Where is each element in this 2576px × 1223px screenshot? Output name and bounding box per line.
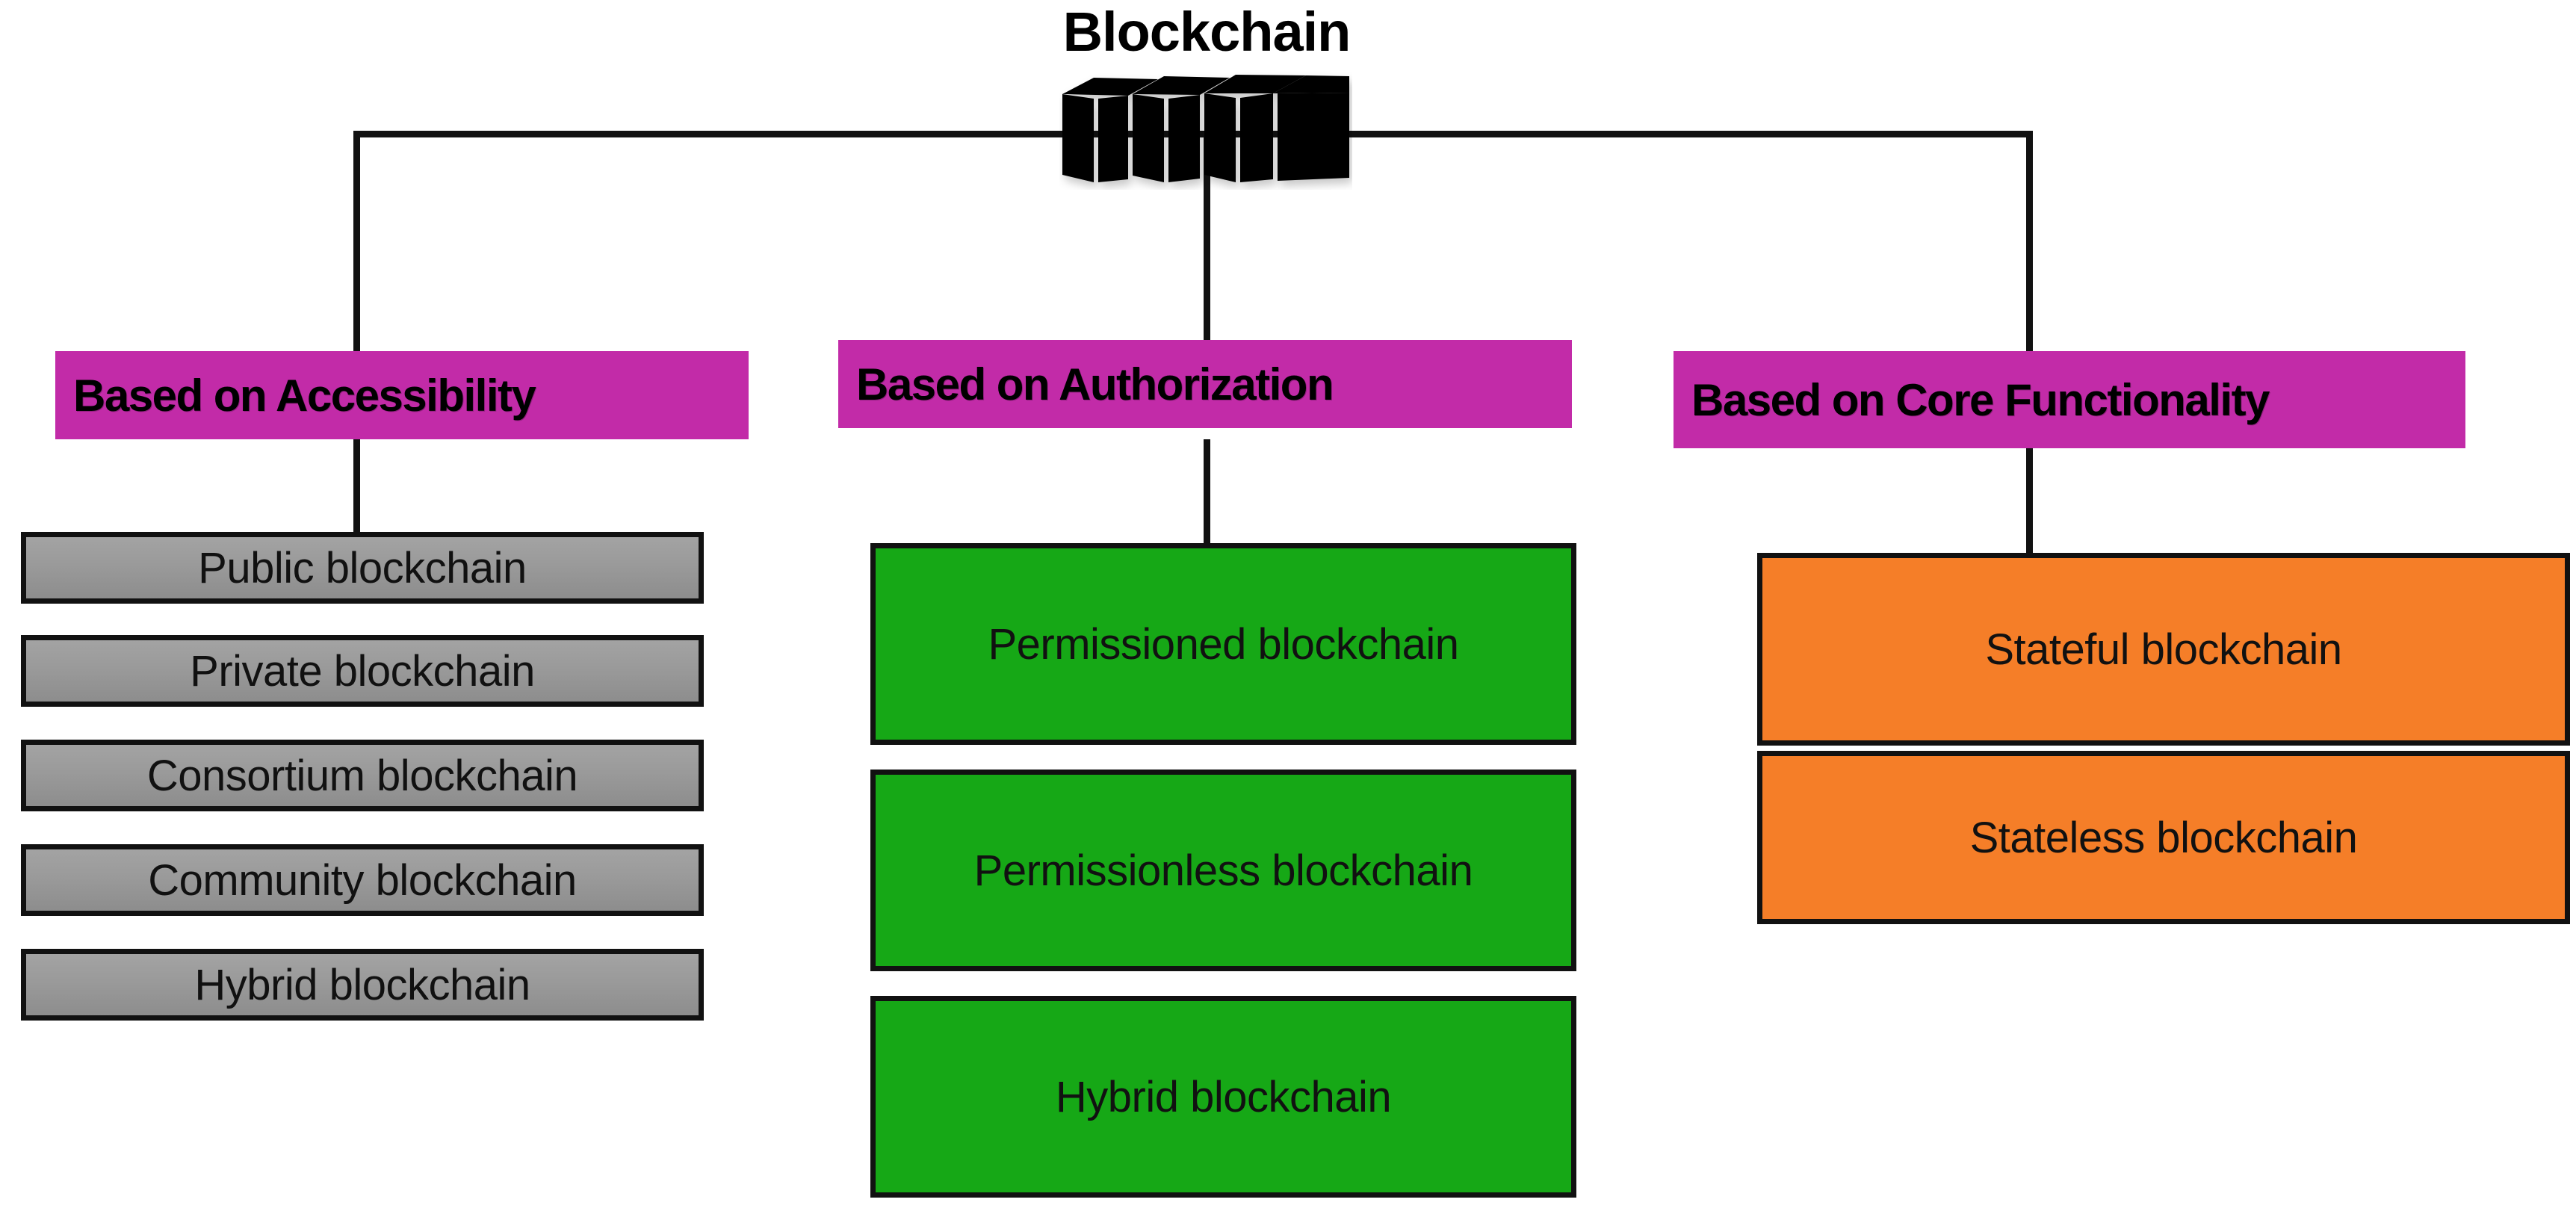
page-title: Blockchain [1062,1,1352,63]
connector-header-to-items-authorization [1204,439,1210,548]
item-public-blockchain[interactable]: Public blockchain [21,532,704,604]
category-header-core-functionality[interactable]: Based on Core Functionality [1674,351,2465,448]
connector-header-to-items-accessibility [353,439,360,536]
item-label: Hybrid blockchain [194,960,530,1009]
item-label: Stateless blockchain [1969,813,2358,862]
connector-vertical-core-functionality [2026,131,2033,353]
item-label: Permissionless blockchain [973,846,1473,895]
item-stateless-blockchain[interactable]: Stateless blockchain [1757,751,2570,924]
item-community-blockchain[interactable]: Community blockchain [21,844,704,916]
item-label: Private blockchain [190,646,535,696]
item-label: Community blockchain [148,855,577,905]
category-header-authorization[interactable]: Based on Authorization [838,340,1572,428]
category-header-accessibility[interactable]: Based on Accessibility [55,351,749,439]
item-permissioned-blockchain[interactable]: Permissioned blockchain [870,543,1576,745]
item-label: Public blockchain [198,543,527,592]
item-consortium-blockchain[interactable]: Consortium blockchain [21,740,704,811]
item-label: Stateful blockchain [1985,625,2342,674]
item-permissionless-blockchain[interactable]: Permissionless blockchain [870,770,1576,971]
item-hybrid-blockchain-accessibility[interactable]: Hybrid blockchain [21,949,704,1021]
connector-header-to-items-core-functionality [2026,448,2033,554]
item-label: Hybrid blockchain [1055,1072,1392,1121]
connector-vertical-accessibility [353,131,360,357]
item-private-blockchain[interactable]: Private blockchain [21,635,704,707]
item-label: Consortium blockchain [146,751,578,800]
category-header-accessibility-label: Based on Accessibility [73,370,536,421]
category-header-core-functionality-label: Based on Core Functionality [1691,374,2270,425]
blockchain-cubes-icon [1059,69,1352,190]
category-header-authorization-label: Based on Authorization [856,359,1334,409]
item-label: Permissioned blockchain [988,619,1459,669]
item-hybrid-blockchain-authorization[interactable]: Hybrid blockchain [870,996,1576,1198]
connector-vertical-authorization [1204,131,1210,341]
item-stateful-blockchain[interactable]: Stateful blockchain [1757,553,2570,746]
